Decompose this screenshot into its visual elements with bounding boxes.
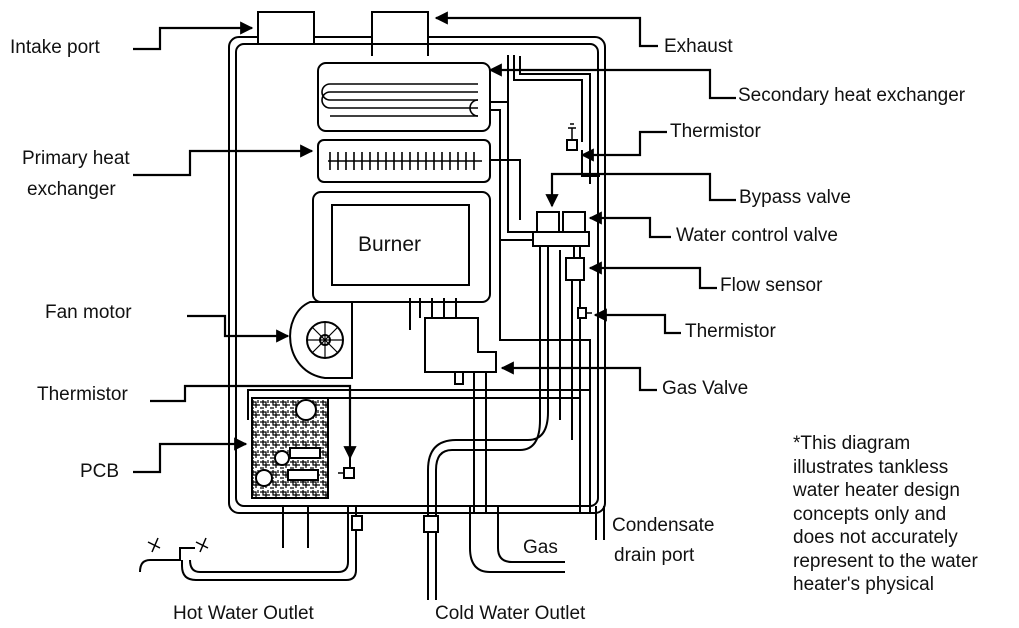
note-line: *This diagram: [793, 433, 911, 454]
thermistor-left-part: [343, 467, 355, 479]
leader-thermistor-mid: [593, 308, 681, 335]
label-gas: Gas: [523, 537, 558, 558]
label-gas-valve: Gas Valve: [662, 378, 749, 399]
note-line: water heater design: [793, 480, 960, 501]
label-secondary-heat-exchanger: Secondary heat exchanger: [738, 85, 966, 106]
label-thermistor-mid: Thermistor: [685, 321, 776, 342]
leader-flow-sensor: [588, 261, 717, 290]
leader-water-control: [588, 211, 671, 239]
thermistor-mid-part: [577, 307, 587, 319]
label-intake-port: Intake port: [10, 37, 100, 58]
label-fan-motor: Fan motor: [45, 302, 132, 323]
leader-gas-valve: [500, 361, 657, 392]
label-thermistor-left: Thermistor: [37, 384, 128, 405]
secondary-heat-exchanger: [317, 62, 491, 132]
label-cold-water-outlet: Cold Water Outlet: [435, 603, 586, 624]
note-line: illustrates tankless: [793, 456, 949, 478]
note-line: does not accurately: [793, 527, 958, 548]
leader-pcb: [133, 437, 248, 474]
note-line: heater's physical: [793, 574, 934, 595]
label-condensate-1: Condensate: [612, 515, 715, 536]
leader-secondary: [488, 63, 736, 100]
label-burner: Burner: [358, 233, 422, 256]
leader-bypass: [545, 172, 736, 208]
leader-thermistor-top: [580, 130, 667, 162]
gas-valve: [424, 317, 497, 373]
label-thermistor-top: Thermistor: [670, 121, 761, 142]
thermistor-top-part: [566, 139, 578, 151]
label-primary-heat-exchanger-1: Primary heat: [22, 148, 130, 169]
water-control-valve: [562, 211, 586, 235]
leader-thermistor-left: [150, 384, 357, 460]
note-line: represent to the water: [793, 550, 978, 572]
bypass-valve: [536, 211, 560, 235]
burner-box: [331, 204, 470, 286]
label-pcb: PCB: [80, 461, 120, 482]
label-exhaust: Exhaust: [664, 36, 733, 57]
label-bypass-valve: Bypass valve: [739, 187, 851, 208]
label-primary-heat-exchanger-2: exchanger: [27, 179, 116, 200]
disclaimer-note: *This diagram illustrates tankless water…: [793, 432, 993, 628]
label-flow-sensor: Flow sensor: [720, 275, 823, 296]
leader-intake: [133, 21, 254, 51]
leader-primary: [133, 144, 314, 177]
note-line: concepts only and: [793, 503, 947, 525]
label-condensate-2: drain port: [614, 545, 695, 566]
label-hot-water-outlet: Hot Water Outlet: [173, 603, 314, 624]
leader-exhaust: [434, 11, 658, 48]
label-water-control-valve: Water control valve: [676, 225, 838, 246]
flow-sensor: [565, 257, 585, 281]
intake-port: [257, 11, 315, 45]
leader-fan: [187, 314, 290, 343]
exhaust-port: [371, 11, 429, 45]
